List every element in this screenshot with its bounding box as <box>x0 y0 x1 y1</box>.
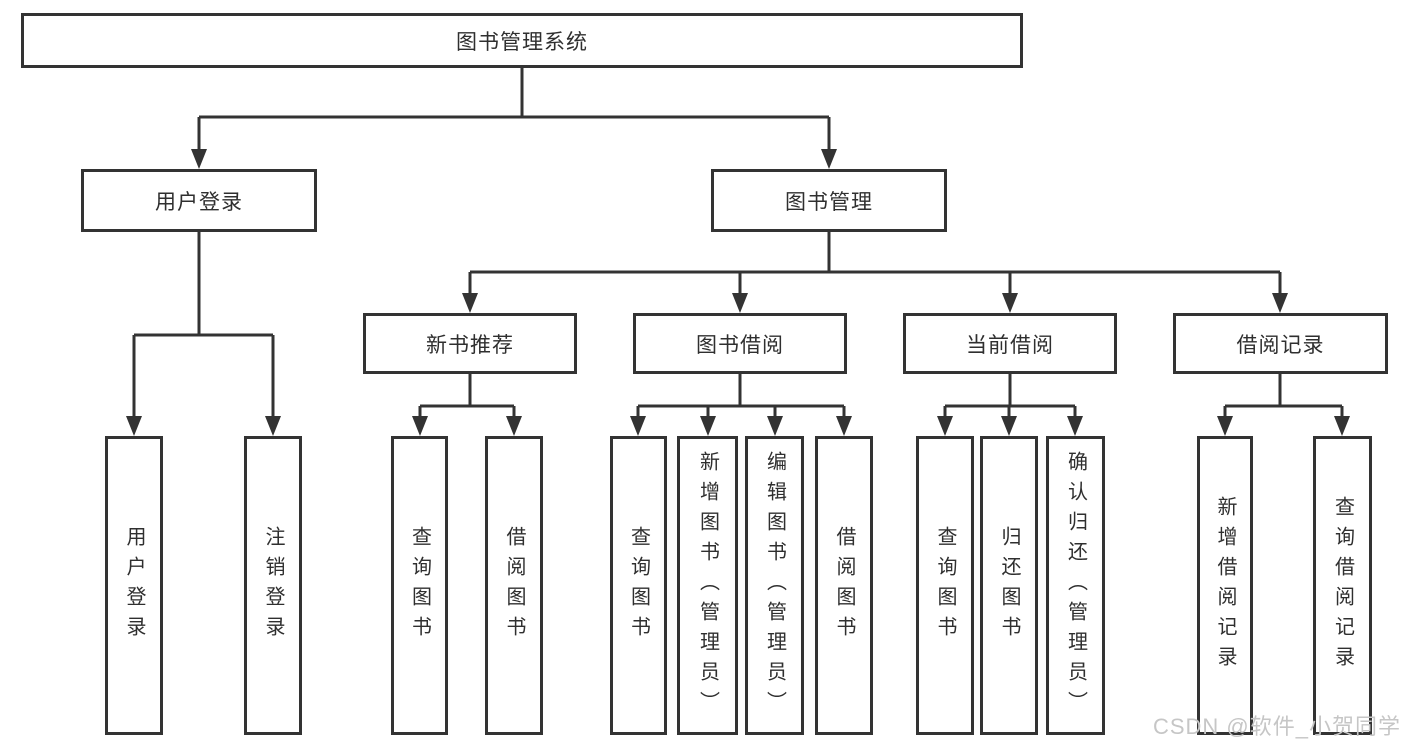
node-leaf-add-borrow-record: 新增借阅记录 <box>1197 436 1253 735</box>
node-new-book-rec: 新书推荐 <box>363 313 577 374</box>
node-leaf-add-book: 新增图书（管理员） <box>677 436 738 735</box>
node-label-leaf-query-borrow-record: 查询借阅记录 <box>1331 495 1354 676</box>
node-label-leaf-borrow-book-1: 借阅图书 <box>503 525 525 646</box>
node-label-leaf-query-book-2: 查询图书 <box>627 525 650 646</box>
node-root: 图书管理系统 <box>21 13 1023 68</box>
node-label-borrow-record: 借阅记录 <box>1236 333 1325 357</box>
node-label-new-book-rec: 新书推荐 <box>426 333 514 357</box>
node-label-leaf-confirm-return: 确认归还（管理员） <box>1064 450 1087 721</box>
node-leaf-query-book-1: 查询图书 <box>391 436 448 735</box>
node-book-borrow: 图书借阅 <box>633 313 847 374</box>
node-borrow-record: 借阅记录 <box>1173 313 1388 374</box>
node-leaf-confirm-return: 确认归还（管理员） <box>1046 436 1105 735</box>
node-label-book-mgmt: 图书管理 <box>785 190 873 214</box>
node-label-current-borrow: 当前借阅 <box>966 333 1054 357</box>
node-leaf-borrow-book-2: 借阅图书 <box>815 436 873 735</box>
node-leaf-borrow-book-1: 借阅图书 <box>485 436 543 735</box>
node-label-leaf-query-book-3: 查询图书 <box>934 525 956 646</box>
node-label-book-borrow: 图书借阅 <box>696 333 784 357</box>
node-user-login: 用户登录 <box>81 169 317 232</box>
node-label-user-login: 用户登录 <box>155 190 243 214</box>
node-label-leaf-edit-book: 编辑图书（管理员） <box>763 450 786 721</box>
watermark: CSDN @软件_小贺同学 <box>1152 714 1401 739</box>
node-label-leaf-query-book-1: 查询图书 <box>408 525 431 646</box>
node-leaf-query-book-3: 查询图书 <box>916 436 974 735</box>
node-leaf-user-login: 用户登录 <box>105 436 163 735</box>
node-label-leaf-add-book: 新增图书（管理员） <box>696 450 719 721</box>
node-label-leaf-borrow-book-2: 借阅图书 <box>833 525 855 646</box>
node-label-leaf-logout: 注销登录 <box>262 525 284 646</box>
node-leaf-logout: 注销登录 <box>244 436 302 735</box>
node-leaf-query-borrow-record: 查询借阅记录 <box>1313 436 1372 735</box>
node-book-mgmt: 图书管理 <box>711 169 947 232</box>
node-label-leaf-user-login: 用户登录 <box>123 525 145 646</box>
node-label-root: 图书管理系统 <box>456 30 588 54</box>
node-leaf-query-book-2: 查询图书 <box>610 436 667 735</box>
node-label-leaf-return-book: 归还图书 <box>998 525 1020 646</box>
node-current-borrow: 当前借阅 <box>903 313 1117 374</box>
node-label-leaf-add-borrow-record: 新增借阅记录 <box>1214 495 1236 676</box>
node-leaf-return-book: 归还图书 <box>980 436 1038 735</box>
node-leaf-edit-book: 编辑图书（管理员） <box>745 436 804 735</box>
